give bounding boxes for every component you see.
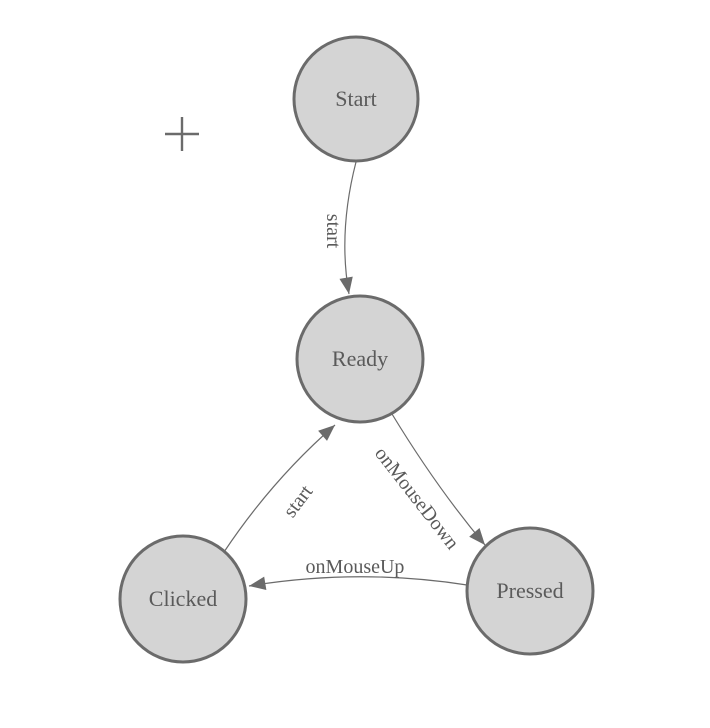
edge-path[interactable]	[223, 424, 336, 553]
node-ready[interactable]: Ready	[295, 294, 425, 424]
edge-start-to-ready[interactable]: start	[322, 161, 357, 295]
edge-label-onmousedown: onMouseDown	[370, 443, 463, 554]
edge-label-start-1: start	[322, 214, 344, 249]
edge-clicked-to-ready[interactable]: start	[223, 424, 336, 553]
node-ready-label: Ready	[332, 346, 388, 371]
node-circle[interactable]	[292, 35, 420, 163]
edge-path[interactable]	[391, 413, 486, 546]
edge-label-start-2: start	[279, 481, 318, 522]
edge-ready-to-pressed[interactable]: onMouseDown	[370, 413, 486, 554]
edge-label-onmouseup: onMouseUp	[306, 556, 405, 578]
node-start-label: Start	[335, 86, 377, 111]
node-pressed-label: Pressed	[496, 578, 563, 603]
edge-pressed-to-clicked[interactable]: onMouseUp	[248, 556, 468, 590]
node-circle[interactable]	[118, 534, 248, 664]
node-circle[interactable]	[295, 294, 425, 424]
node-circle[interactable]	[465, 526, 595, 656]
node-start[interactable]: Start	[292, 35, 420, 163]
node-clicked[interactable]: Clicked	[118, 534, 248, 664]
node-pressed[interactable]: Pressed	[465, 526, 595, 656]
edge-path[interactable]	[248, 576, 468, 590]
edge-path[interactable]	[339, 161, 357, 295]
node-clicked-label: Clicked	[149, 586, 217, 611]
plus-icon[interactable]	[165, 117, 199, 151]
